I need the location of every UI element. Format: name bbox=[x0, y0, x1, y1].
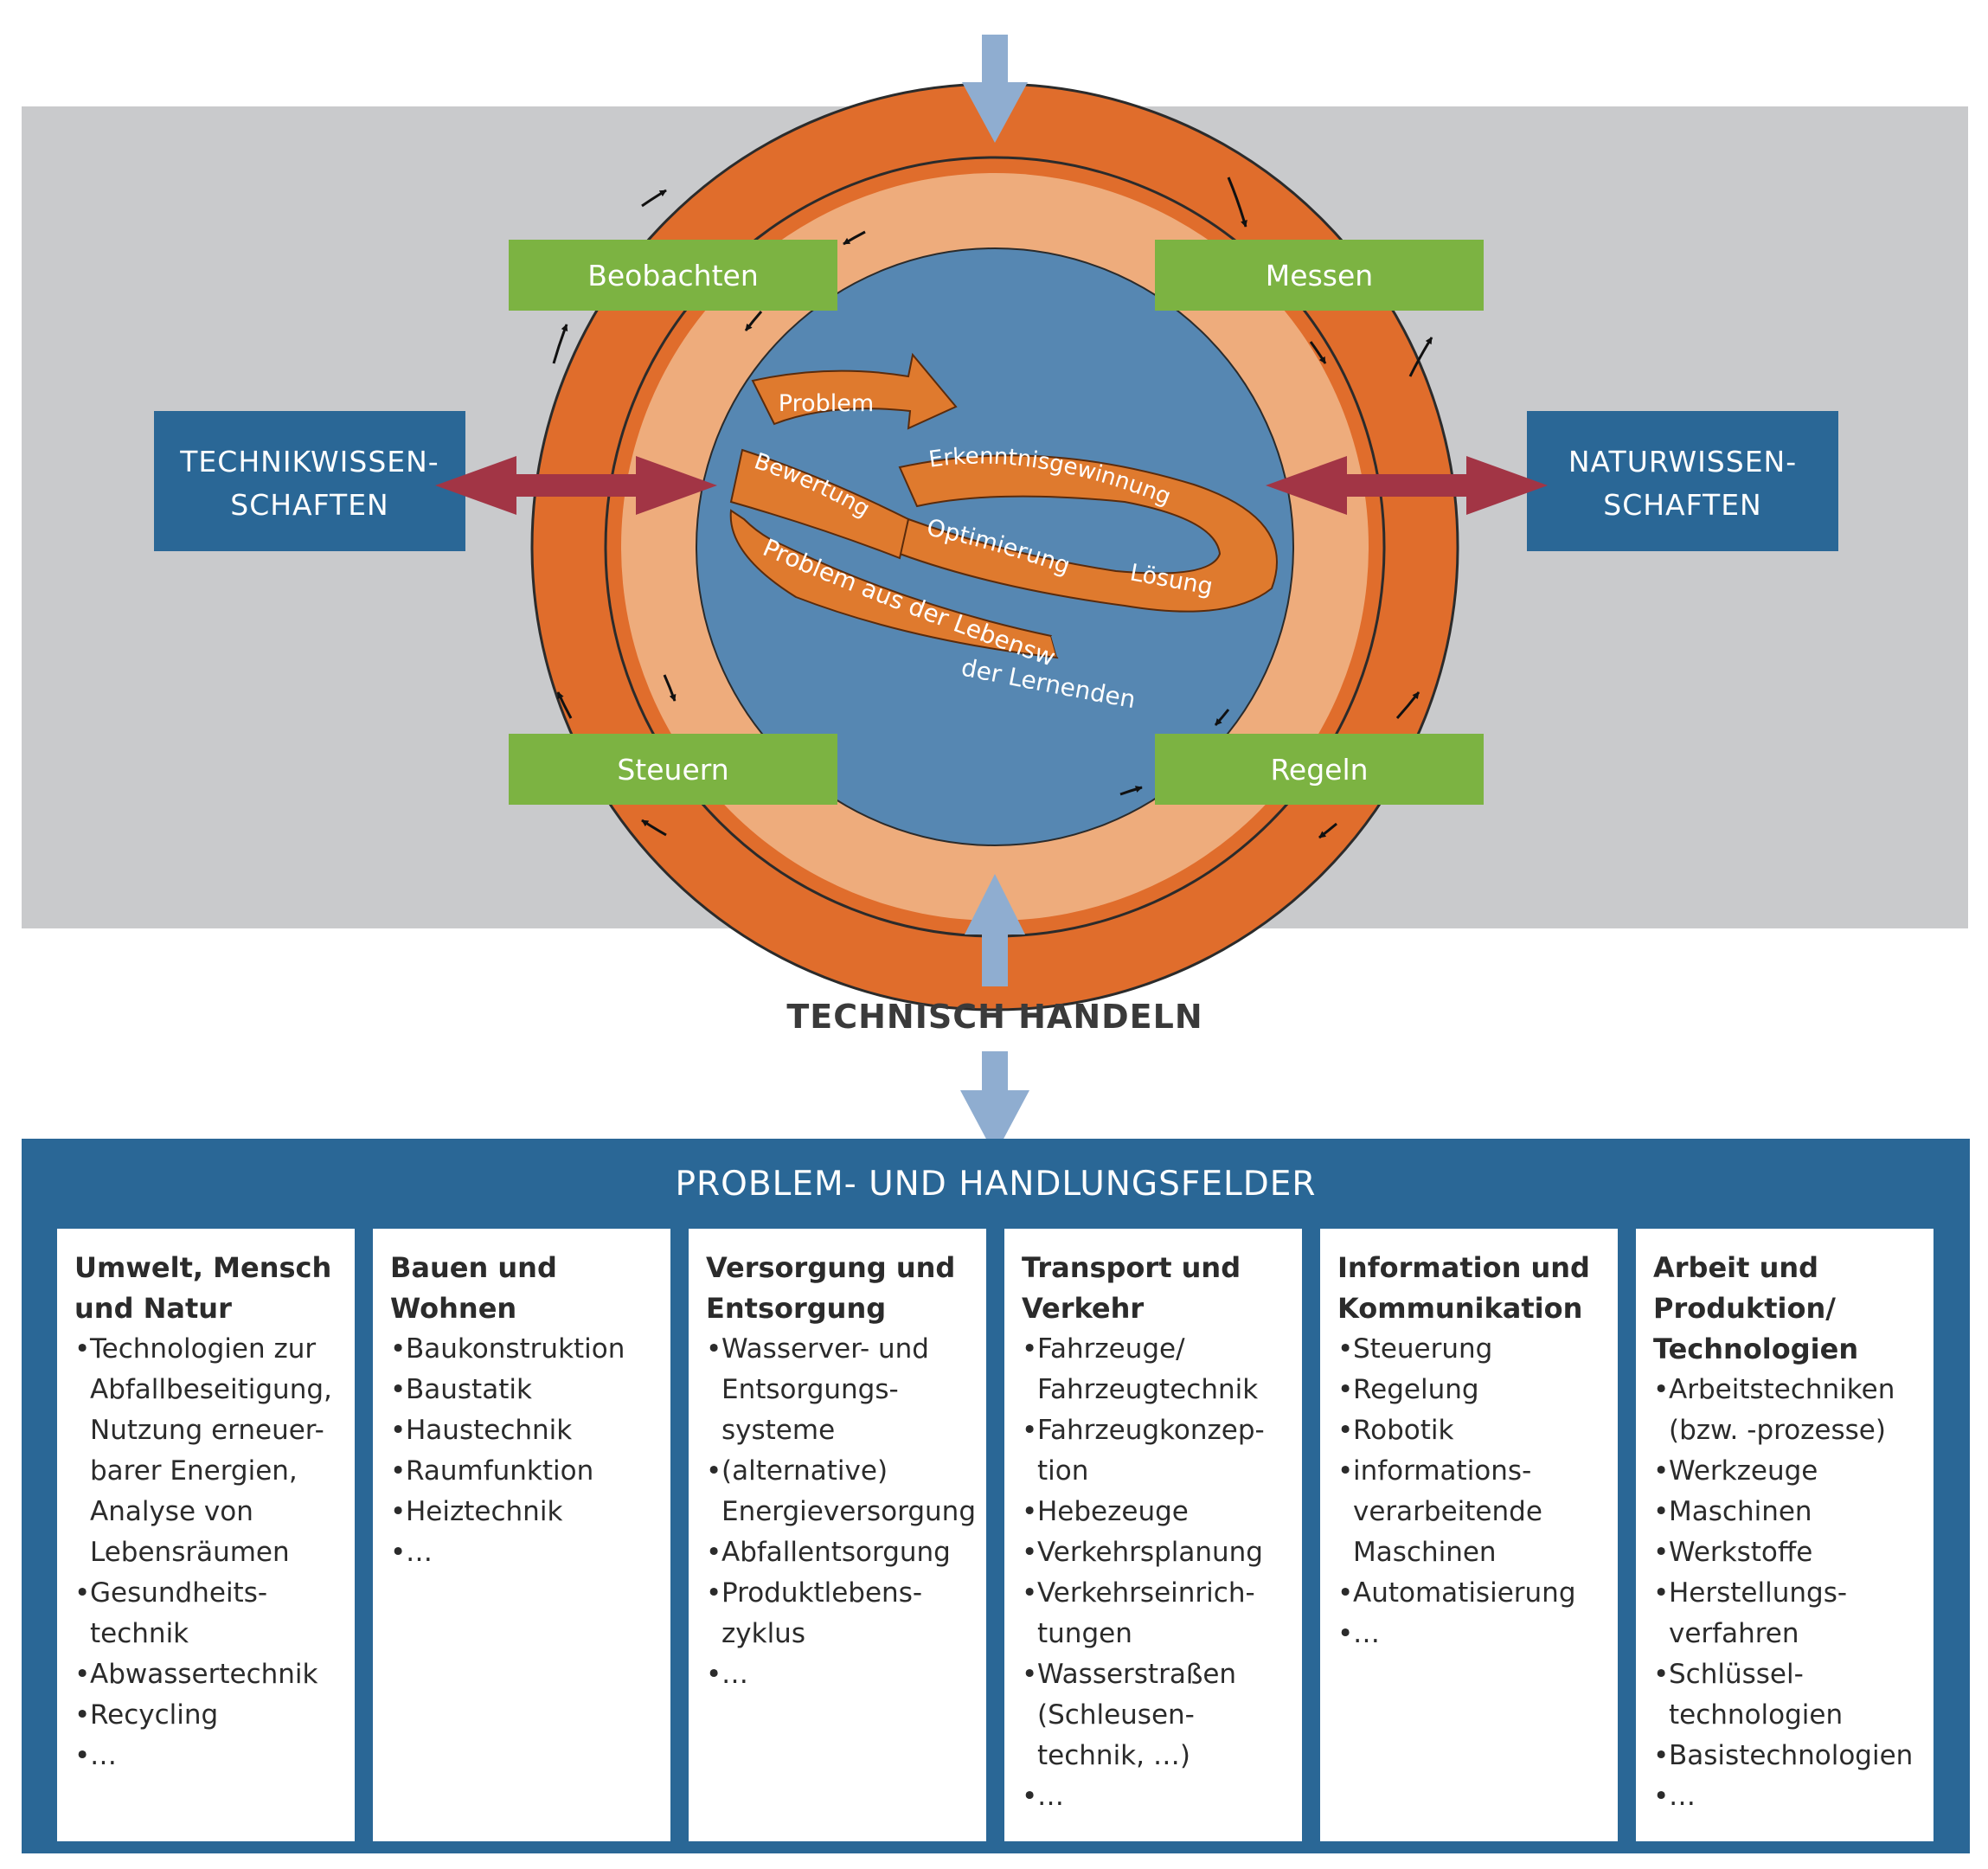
panel-title: PROBLEM- UND HANDLUNGSFELDER bbox=[675, 1165, 1317, 1204]
list-item: Regelung bbox=[1337, 1370, 1600, 1410]
list-item: … bbox=[390, 1532, 653, 1573]
messen-label: Messen bbox=[1266, 259, 1373, 292]
list-item: … bbox=[1337, 1614, 1600, 1654]
field-items: Wasserver- und Entsorgungs- systeme (alt… bbox=[706, 1329, 976, 1695]
field-bauen: Bauen und Wohnen Baukonstruktion Baustat… bbox=[373, 1229, 670, 1841]
top-flow-arrow bbox=[962, 35, 1028, 143]
spiral-problem: Problem bbox=[779, 390, 874, 417]
field-items: Steuerung Regelung Robotik informations-… bbox=[1337, 1329, 1600, 1654]
list-item: Baukonstruktion bbox=[390, 1329, 653, 1370]
list-item: Werkzeuge bbox=[1653, 1451, 1916, 1492]
field-title: Umwelt, Mensch und Natur bbox=[74, 1251, 332, 1325]
technik-line-2: SCHAFTEN bbox=[230, 488, 388, 522]
list-item: Produktlebens- zyklus bbox=[706, 1573, 969, 1654]
field-items: Technologien zur Abfallbeseitigung, Nutz… bbox=[74, 1329, 337, 1776]
down-flow-arrow bbox=[960, 1051, 1029, 1142]
steuern-label: Steuern bbox=[617, 753, 728, 787]
bottom-flow-arrow bbox=[965, 874, 1025, 986]
list-item: Technologien zur Abfallbeseitigung, Nutz… bbox=[74, 1329, 337, 1573]
list-item: Wasserstraßen (Schleusen- technik, …) bbox=[1022, 1654, 1285, 1776]
natur-line-1: NATURWISSEN- bbox=[1568, 445, 1797, 478]
problem-und-handlungsfelder-panel: PROBLEM- UND HANDLUNGSFELDER Umwelt, Men… bbox=[22, 1139, 1970, 1853]
field-transport: Transport und Verkehr Fahrzeuge/ Fahrzeu… bbox=[1004, 1229, 1302, 1841]
outer-cycle-arrows bbox=[552, 177, 1433, 839]
field-arbeit: Arbeit und Produktion/ Technologien Arbe… bbox=[1636, 1229, 1933, 1841]
steuern-box: Steuern bbox=[509, 734, 837, 805]
natur-line-2: SCHAFTEN bbox=[1603, 488, 1761, 522]
technikwissenschaften-box: TECHNIKWISSEN- SCHAFTEN bbox=[154, 411, 465, 551]
field-umwelt: Umwelt, Mensch und Natur Technologien zu… bbox=[57, 1229, 355, 1841]
list-item: Raumfunktion bbox=[390, 1451, 653, 1492]
list-item: … bbox=[706, 1654, 969, 1695]
list-item: Gesundheits- technik bbox=[74, 1573, 337, 1654]
list-item: Schlüssel- technologien bbox=[1653, 1654, 1916, 1736]
field-title: Bauen und Wohnen bbox=[390, 1251, 557, 1325]
technisch-handeln-diagram: TECHNIKWISSEN- SCHAFTEN NATURWISSEN- SCH… bbox=[22, 35, 1968, 1142]
list-item: informations- verarbeitende Maschinen bbox=[1337, 1451, 1600, 1573]
list-item: Herstellungs- verfahren bbox=[1653, 1573, 1916, 1654]
list-item: Werkstoffe bbox=[1653, 1532, 1916, 1573]
list-item: Haustechnik bbox=[390, 1410, 653, 1451]
list-item: Basistechnologien bbox=[1653, 1736, 1916, 1776]
field-title: Arbeit und Produktion/ Technologien bbox=[1653, 1251, 1859, 1365]
field-title: Transport und Verkehr bbox=[1022, 1251, 1241, 1325]
list-item: Baustatik bbox=[390, 1370, 653, 1410]
list-item: Verkehrseinrich- tungen bbox=[1022, 1573, 1285, 1654]
field-versorgung: Versorgung und Entsorgung Wasserver- und… bbox=[689, 1229, 986, 1841]
list-item: Fahrzeugkonzep- tion bbox=[1022, 1410, 1285, 1492]
list-item: Abwassertechnik bbox=[74, 1654, 337, 1695]
field-items: Arbeitstechniken (bzw. -prozesse) Werkze… bbox=[1653, 1370, 1916, 1817]
list-item: (alternative) Energieversorgung bbox=[706, 1451, 976, 1532]
list-item: Maschinen bbox=[1653, 1492, 1916, 1532]
technik-line-1: TECHNIKWISSEN- bbox=[179, 445, 439, 478]
list-item: … bbox=[1022, 1776, 1285, 1817]
list-item: Robotik bbox=[1337, 1410, 1600, 1451]
field-items: Fahrzeuge/ Fahrzeugtechnik Fahrzeugkonze… bbox=[1022, 1329, 1285, 1817]
field-title: Information und Kommunikation bbox=[1337, 1251, 1590, 1325]
list-item: Recycling bbox=[74, 1695, 337, 1736]
regeln-label: Regeln bbox=[1270, 753, 1368, 787]
naturwissenschaften-box: NATURWISSEN- SCHAFTEN bbox=[1527, 411, 1838, 551]
list-item: Verkehrsplanung bbox=[1022, 1532, 1285, 1573]
regeln-box: Regeln bbox=[1155, 734, 1484, 805]
left-double-arrow bbox=[435, 456, 717, 515]
list-item: Hebezeuge bbox=[1022, 1492, 1285, 1532]
field-items: Baukonstruktion Baustatik Haustechnik Ra… bbox=[390, 1329, 653, 1573]
list-item: Steuerung bbox=[1337, 1329, 1600, 1370]
list-item: Heiztechnik bbox=[390, 1492, 653, 1532]
messen-box: Messen bbox=[1155, 240, 1484, 311]
right-double-arrow bbox=[1266, 456, 1548, 515]
technisch-handeln-label: TECHNISCH HANDELN bbox=[786, 998, 1202, 1036]
list-item: Arbeitstechniken (bzw. -prozesse) bbox=[1653, 1370, 1916, 1451]
list-item: Automatisierung bbox=[1337, 1573, 1600, 1614]
field-title: Versorgung und Entsorgung bbox=[706, 1251, 956, 1325]
list-item: … bbox=[74, 1736, 337, 1776]
list-item: Fahrzeuge/ Fahrzeugtechnik bbox=[1022, 1329, 1285, 1410]
list-item: Wasserver- und Entsorgungs- systeme bbox=[706, 1329, 969, 1451]
beobachten-label: Beobachten bbox=[587, 259, 759, 292]
list-item: … bbox=[1653, 1776, 1916, 1817]
list-item: Abfallentsorgung bbox=[706, 1532, 969, 1573]
field-information: Information und Kommunikation Steuerung … bbox=[1320, 1229, 1618, 1841]
beobachten-box: Beobachten bbox=[509, 240, 837, 311]
